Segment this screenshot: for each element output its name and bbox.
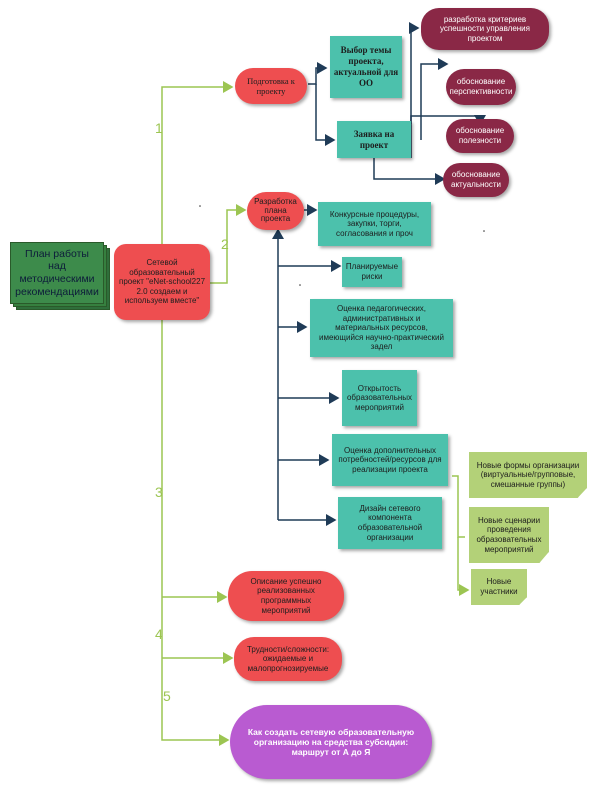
step-number-1: 1 <box>155 120 163 136</box>
application-node: Заявка на проект <box>337 121 411 158</box>
outcome-new-forms: Новые формы организации (виртуальные/гру… <box>469 452 587 498</box>
plan-item-additional-needs: Оценка дополнительных потребностей/ресур… <box>332 434 448 486</box>
step-number-3: 3 <box>155 484 163 500</box>
plan-item-network-design: Дизайн сетевого компонента образовательн… <box>338 497 442 549</box>
plan-item-resources: Оценка педагогических, административных … <box>310 299 453 357</box>
justification-usefulness-node: обоснование полезности <box>446 119 514 153</box>
main-document-label: План работы над методическими рекомендац… <box>10 242 104 304</box>
main-document: План работы над методическими рекомендац… <box>10 242 110 310</box>
difficulties-node: Трудности/сложности: ожидаемые и малопро… <box>234 637 342 681</box>
justification-perspective-node: обоснование перспективности <box>446 69 516 105</box>
preparation-node: Подготовка к проекту <box>235 68 307 104</box>
plan-item-openness: Открытость образовательных мероприятий <box>342 370 417 426</box>
step-number-2: 2 <box>221 236 229 252</box>
plan-item-procurement: Конкурсные процедуры, закупки, торги, со… <box>318 202 431 246</box>
plan-node: Разработка плана проекта <box>247 192 304 230</box>
justification-relevance-node: обоснование актуальности <box>443 163 509 197</box>
criteria-node: разработка критериев успешности управлен… <box>421 8 549 50</box>
center-project-node: Сетевой образовательный проект "eNet-sch… <box>114 244 210 320</box>
success-description-node: Описание успешно реализованных программн… <box>228 571 344 621</box>
final-route-node: Как создать сетевую образовательную орга… <box>230 705 432 779</box>
outcome-new-scenarios: Новые сценарии проведения образовательны… <box>469 507 549 563</box>
step-number-5: 5 <box>163 688 171 704</box>
step-number-4: 4 <box>155 626 163 642</box>
choose-topic-node: Выбор темы проекта, актуальной для ОО <box>330 36 402 98</box>
outcome-new-participants: Новые участники <box>471 569 527 605</box>
plan-item-risks: Планируемые риски <box>342 257 402 287</box>
